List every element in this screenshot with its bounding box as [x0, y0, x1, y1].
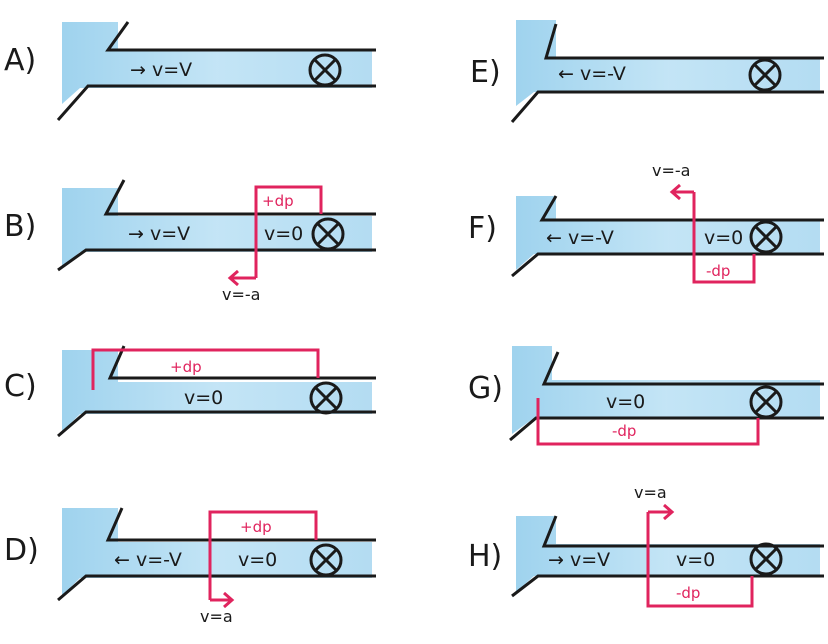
reservoir-water	[516, 20, 820, 106]
wave-direction-arrow	[669, 183, 694, 201]
panel-label: A)	[4, 43, 36, 78]
pipe-wall-top	[543, 23, 824, 60]
wave-velocity-label: v=-a	[222, 285, 260, 304]
panel-label: H)	[468, 539, 502, 574]
pipe-wall-bottom	[57, 248, 376, 272]
wave-velocity-label: v=a	[634, 483, 667, 502]
valve-closed-icon	[749, 385, 783, 419]
panel-d: D) +dp v=a ← v=-V v=0	[4, 507, 376, 626]
pipe-wall-bottom	[511, 574, 824, 598]
reservoir-water	[62, 508, 372, 596]
pipe-wall-top	[105, 21, 376, 52]
reservoir-water	[516, 516, 820, 592]
pressure-wave-box	[536, 398, 760, 446]
pressure-change-label: +dp	[240, 518, 272, 536]
pressure-wave-box	[208, 510, 318, 600]
wave-direction-arrow	[227, 269, 256, 287]
panel-h: H) v=a -dp → v=V v=0	[468, 483, 824, 608]
panel-a: A) → v=V	[4, 21, 376, 121]
stopped-velocity-label: v=0	[704, 227, 743, 249]
pressure-wave-box	[254, 185, 323, 278]
stopped-velocity-label: v=0	[676, 549, 715, 571]
pipe-wall-bottom	[511, 252, 824, 278]
valve-closed-icon	[308, 53, 342, 87]
reservoir-water	[516, 196, 820, 270]
wave-direction-arrow	[648, 503, 675, 521]
flow-velocity-label: → v=V	[548, 549, 610, 571]
reservoir-water	[62, 188, 372, 268]
stopped-velocity-label: v=0	[184, 387, 223, 409]
flow-velocity-label: → v=V	[128, 223, 190, 245]
wave-velocity-label: v=a	[200, 607, 233, 626]
pipe-wall-top	[103, 179, 376, 216]
panel-g: G) -dp v=0	[468, 346, 824, 446]
panel-label: G)	[468, 371, 503, 406]
panel-label: C)	[4, 369, 37, 404]
pressure-change-label: -dp	[612, 422, 636, 440]
pipe-wall-bottom	[57, 410, 376, 438]
flow-velocity-label: ← v=-V	[546, 227, 614, 249]
panel-b: B) +dp v=-a → v=V v=0	[4, 179, 376, 304]
pipe-wall-bottom	[509, 416, 824, 442]
panel-label: D)	[4, 533, 39, 568]
pressure-change-label: +dp	[262, 192, 294, 210]
flow-velocity-label: → v=V	[130, 59, 192, 81]
pipe-wall-bottom	[56, 84, 376, 121]
reservoir-water	[62, 22, 372, 104]
valve-closed-icon	[309, 381, 343, 415]
pressure-change-label: -dp	[706, 262, 730, 280]
pipe-wall-top	[541, 515, 824, 548]
panel-label: E)	[470, 55, 501, 90]
pipe-wall-top	[105, 507, 376, 542]
pressure-wave-box	[692, 192, 756, 284]
valve-closed-icon	[311, 217, 345, 251]
valve-closed-icon	[749, 220, 783, 254]
valve-closed-icon	[748, 58, 782, 92]
panel-label: B)	[4, 209, 36, 244]
pipe-wall-top	[541, 351, 824, 386]
stopped-velocity-label: v=0	[264, 223, 303, 245]
flow-velocity-label: ← v=-V	[558, 63, 626, 85]
pipe-wall-bottom	[510, 90, 824, 123]
pressure-wave-box	[646, 512, 754, 608]
panel-e: E) ← v=-V	[470, 20, 824, 123]
stopped-velocity-label: v=0	[238, 549, 277, 571]
pressure-change-label: -dp	[676, 584, 700, 602]
pipe-wall-bottom	[57, 574, 376, 602]
flow-velocity-label: ← v=-V	[114, 549, 182, 571]
panel-f: F) v=-a -dp ← v=-V v=0	[468, 161, 824, 284]
wave-direction-arrow	[210, 591, 235, 609]
reservoir-water	[512, 346, 820, 434]
wave-velocity-label: v=-a	[652, 161, 690, 180]
pressure-change-label: +dp	[170, 358, 202, 376]
valve-closed-icon	[749, 542, 783, 576]
panel-label: F)	[468, 211, 497, 246]
pressure-wave-box	[91, 348, 320, 390]
pipe-wall-top	[539, 195, 824, 222]
valve-closed-icon	[309, 543, 343, 577]
pipe-wall-top	[107, 345, 376, 380]
panel-c: C) +dp v=0	[4, 345, 376, 438]
stopped-velocity-label: v=0	[606, 391, 645, 413]
